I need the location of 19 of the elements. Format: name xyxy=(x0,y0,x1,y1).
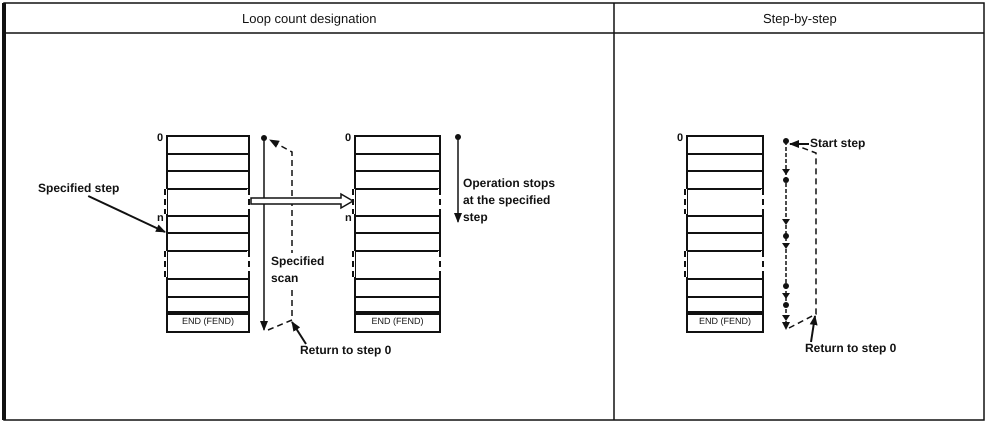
step-number: 0 xyxy=(345,131,352,145)
callout-text: Start step xyxy=(810,136,866,150)
leader-line xyxy=(88,195,166,233)
leader-line xyxy=(291,321,307,345)
end-instruction: END (FEND) xyxy=(688,311,762,331)
transition-arrow xyxy=(250,192,354,210)
step-number: 0 xyxy=(157,131,164,145)
column-header: Step-by-step xyxy=(763,11,837,26)
leader-line xyxy=(810,315,818,342)
end-instruction: END (FEND) xyxy=(356,311,439,331)
step-number: n xyxy=(157,211,164,225)
step-number: n xyxy=(345,211,352,225)
column-header: Loop count designation xyxy=(242,11,376,26)
callout-text: Specified step xyxy=(38,181,120,195)
leader-line xyxy=(789,140,809,148)
end-instruction: END (FEND) xyxy=(168,311,248,331)
step-number: 0 xyxy=(677,131,684,145)
callout-text: Return to step 0 xyxy=(805,341,896,355)
callout-text: Return to step 0 xyxy=(300,343,392,357)
